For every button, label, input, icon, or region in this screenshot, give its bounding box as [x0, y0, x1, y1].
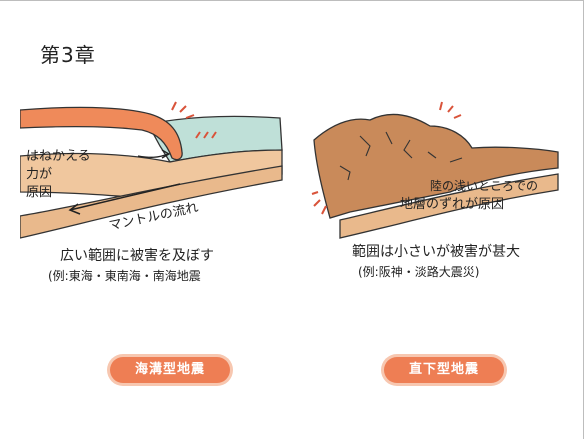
bending-plate: [20, 106, 183, 161]
inland-earthquake-tag: 直下型地震: [384, 357, 504, 383]
impact-mark: [311, 101, 462, 215]
cause-label-line2: 力が: [26, 167, 52, 182]
cause-arrow: [137, 153, 169, 158]
cause-label-line1: はねかえる: [26, 149, 91, 164]
inland-cause-label-line2: 地層のずれが原因: [400, 197, 504, 212]
inland-earthquake-illustration: 陸の浅いところでの 地層のずれが原因 範囲は小さいが被害が甚大 (例:阪神・淡路…: [311, 101, 559, 279]
inland-caption-line1: 範囲は小さいが被害が甚大: [352, 243, 520, 260]
trench-caption-line2: (例:東海・東南海・南海地震: [48, 268, 201, 283]
page-title: 第3章: [40, 43, 96, 67]
trench-earthquake-illustration: はねかえる 力が 原因 マントルの流れ 広い範囲に被害を及ぼす (例:東海・東南…: [20, 101, 283, 283]
subducting-plate: [20, 165, 283, 239]
crust-block: [313, 113, 559, 219]
mantle-flow-arrow: [69, 183, 181, 211]
impact-mark: [171, 101, 217, 139]
fault-crack: [339, 131, 463, 181]
trench-caption-line1: 広い範囲に被害を及ぼす: [60, 247, 214, 264]
cause-label-line3: 原因: [26, 185, 52, 200]
lower-layer: [339, 173, 559, 239]
inland-caption-line2: (例:阪神・淡路大震災): [358, 264, 479, 279]
trench-earthquake-tag: 海溝型地震: [110, 357, 230, 383]
inland-cause-label-line1: 陸の浅いところでの: [430, 179, 538, 193]
